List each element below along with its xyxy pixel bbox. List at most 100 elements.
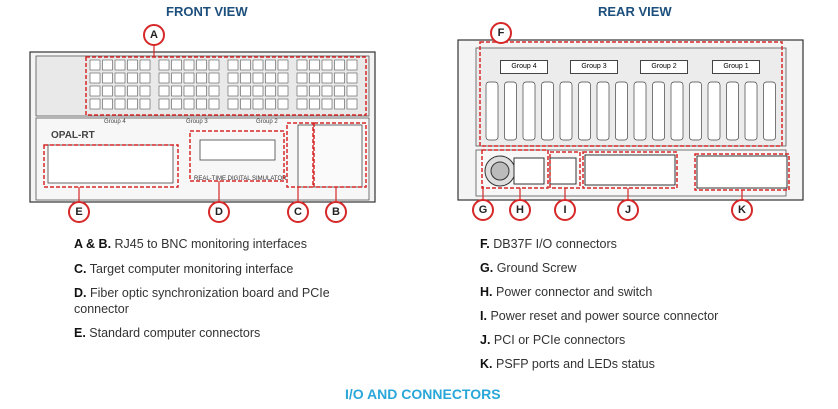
rj45-port — [240, 59, 251, 71]
rj45-port — [114, 85, 126, 97]
rj45-port — [346, 98, 358, 110]
rear-group-label-1: Group 1 — [712, 60, 760, 74]
db37-connector — [596, 81, 610, 141]
front-chassis: OPAL-RT REAL-TIME DIGITAL SIMULATOR — [29, 51, 376, 203]
rj45-port — [171, 59, 182, 71]
rj45-port — [240, 85, 251, 97]
callout-c: C — [287, 201, 309, 223]
legend-key-j: J. — [480, 333, 491, 347]
legend-text-k: PSFP ports and LEDs status — [495, 357, 655, 371]
front-group-label-1: Group 4 — [104, 119, 126, 125]
rj45-port — [309, 72, 320, 84]
rear-group-label-2: Group 2 — [640, 60, 688, 74]
box-h — [481, 149, 549, 189]
rear-group-label-4: Group 4 — [500, 60, 548, 74]
rj45-port — [321, 85, 333, 97]
db37-connector — [522, 81, 536, 141]
legend-item-g: G. Ground Screw — [480, 260, 577, 276]
legend-item-f: F. DB37F I/O connectors — [480, 236, 617, 252]
box-b — [313, 122, 367, 188]
rj45-port — [265, 72, 276, 84]
legend-text-g: Ground Screw — [496, 261, 577, 275]
rj45-port — [102, 59, 113, 71]
legend-text-i: Power reset and power source connector — [490, 309, 719, 323]
callout-k: K — [731, 199, 753, 221]
rj45-port — [139, 59, 151, 71]
rj45-port — [346, 59, 358, 71]
legend-key-g: G. — [480, 261, 494, 275]
legend-item-i: I. Power reset and power source connecto… — [480, 308, 718, 324]
rj45-port — [102, 72, 113, 84]
legend-text-d: Fiber optic synchronization board and PC… — [74, 286, 330, 316]
db37-connector — [726, 81, 739, 141]
rj45-port — [240, 72, 251, 84]
opal-rt-logo: OPAL-RT — [51, 130, 95, 141]
rj45-port — [196, 72, 207, 84]
callout-b: B — [325, 201, 347, 223]
legend-text-f: DB37F I/O connectors — [493, 237, 617, 251]
rj45-port — [227, 98, 239, 110]
rj45-port — [183, 98, 195, 110]
rj45-port — [277, 72, 289, 84]
rj45-port — [139, 85, 151, 97]
box-j — [582, 151, 678, 189]
legend-key-e: E. — [74, 326, 86, 340]
legend-item-c: C. Target computer monitoring interface — [74, 261, 293, 277]
rj45-port — [265, 85, 276, 97]
legend-item-j: J. PCI or PCIe connectors — [480, 332, 625, 348]
legend-item-e: E. Standard computer connectors — [74, 325, 260, 341]
rj45-port — [265, 59, 276, 71]
rj45-port — [252, 98, 264, 110]
callout-e: E — [68, 201, 90, 223]
rj45-port — [158, 59, 170, 71]
legend-item-d: D. Fiber optic synchronization board and… — [74, 285, 336, 317]
rj45-port — [114, 72, 126, 84]
rj45-port — [252, 72, 264, 84]
rj45-port — [334, 85, 345, 97]
rj45-port — [296, 85, 308, 97]
rj45-port — [114, 98, 126, 110]
rear-view-title: REAR VIEW — [598, 4, 672, 19]
rj45-port — [102, 85, 113, 97]
rj45-port — [277, 59, 289, 71]
rj45-port — [139, 72, 151, 84]
rj45-port — [89, 59, 101, 71]
rj45-port — [114, 59, 126, 71]
legend-text-e: Standard computer connectors — [89, 326, 261, 340]
rj45-port — [227, 85, 239, 97]
rj45-port — [196, 85, 207, 97]
legend-key-i: I. — [480, 309, 487, 323]
rj45-port — [309, 98, 320, 110]
rj45-port — [265, 98, 276, 110]
callout-j: J — [617, 199, 639, 221]
rj45-port — [252, 85, 264, 97]
db37-connector — [707, 81, 721, 141]
chassis-diagram: OPAL-RT REAL-TIME DIGITAL SIMULATOR — [29, 39, 804, 203]
legend-item-k: K. PSFP ports and LEDs status — [480, 356, 655, 372]
rj45-port — [346, 72, 358, 84]
rj45-port — [183, 72, 195, 84]
rj45-port — [227, 59, 239, 71]
legend-key-h: H. — [480, 285, 493, 299]
db37-connector — [541, 81, 554, 141]
rj45-port — [334, 72, 345, 84]
rj45-port — [127, 72, 138, 84]
legend-text-h: Power connector and switch — [495, 285, 653, 299]
front-group-label-2: Group 3 — [186, 119, 208, 125]
callout-i: I — [554, 199, 576, 221]
rj45-port — [89, 85, 101, 97]
legend-key-a-b: A & B. — [74, 237, 112, 251]
box-a — [85, 56, 367, 116]
rj45-port — [158, 72, 170, 84]
legend-text-a-b: RJ45 to BNC monitoring interfaces — [114, 237, 307, 251]
rj45-port — [158, 85, 170, 97]
legend-item-h: H. Power connector and switch — [480, 284, 652, 300]
legend-key-k: K. — [480, 357, 493, 371]
rj45-port — [309, 59, 320, 71]
box-e — [43, 144, 179, 188]
front-highlight-boxes — [43, 56, 367, 188]
rj45-port — [208, 98, 220, 110]
rj45-port — [127, 98, 138, 110]
rj45-port — [102, 98, 113, 110]
rj45-port — [171, 85, 182, 97]
